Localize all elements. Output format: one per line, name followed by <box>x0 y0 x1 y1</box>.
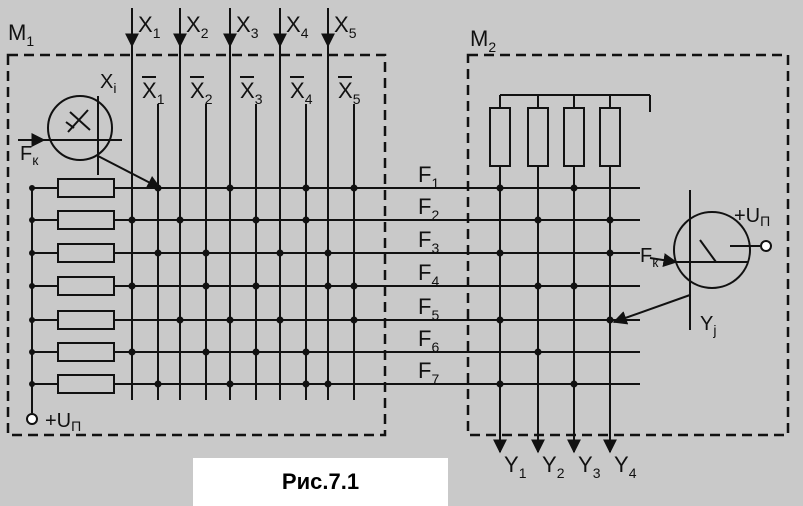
m2-link-dot <box>570 184 578 192</box>
bus-junction-f1 <box>29 185 35 191</box>
m1-link-dot <box>302 184 310 192</box>
m1-link-dot <box>128 348 136 356</box>
label-f1: F1 <box>418 162 439 191</box>
m1-link-dot <box>202 348 210 356</box>
m2-resistor-y2 <box>527 107 549 167</box>
m2-link-dot <box>606 316 614 324</box>
m2-resistor-y3 <box>563 107 585 167</box>
caption-box: Рис.7.1 <box>193 458 448 506</box>
m1-link-dot <box>252 348 260 356</box>
m2-link-dot <box>496 380 504 388</box>
m2-link-dot <box>606 249 614 257</box>
m2-resistor-y4 <box>599 107 621 167</box>
m1-link-dot <box>176 216 184 224</box>
resistor-f3 <box>57 243 115 263</box>
label-x1: X1 <box>138 12 161 41</box>
m2-link-dot <box>534 348 542 356</box>
label-f6: F6 <box>418 326 439 355</box>
resistor-f2 <box>57 210 115 230</box>
label-f3: F3 <box>418 227 439 256</box>
m1-link-dot <box>302 216 310 224</box>
svg-text:Fк: Fк <box>20 143 39 168</box>
bus-junction-f2 <box>29 217 35 223</box>
resistor-f1 <box>57 178 115 198</box>
m1-link-dot <box>350 184 358 192</box>
m1-link-dot <box>276 249 284 257</box>
m1-link-dot <box>226 184 234 192</box>
m1-link-dot <box>324 282 332 290</box>
m1-link-dot <box>176 316 184 324</box>
m2-link-dot <box>570 282 578 290</box>
bus-junction-f7 <box>29 381 35 387</box>
label-y2: Y2 <box>542 452 565 481</box>
label-xbar4: X4 <box>290 78 313 107</box>
figure-caption: Рис.7.1 <box>281 469 360 494</box>
label-y4: Y4 <box>614 452 637 481</box>
bus-junction-f3 <box>29 250 35 256</box>
m2-cell-detail: +UП Fк Yj <box>612 190 772 338</box>
m1-link-dot <box>276 316 284 324</box>
matrix-m1-label: M1 <box>8 20 34 49</box>
m1-link-dot <box>350 282 358 290</box>
resistor-f6 <box>57 342 115 362</box>
m1-link-dot <box>154 249 162 257</box>
label-xbar5: X5 <box>338 78 361 107</box>
svg-text:+UП: +UП <box>734 205 770 229</box>
m2-link-dot <box>496 316 504 324</box>
label-f5: F5 <box>418 294 439 323</box>
m2-link-dot <box>496 249 504 257</box>
resistor-f5 <box>57 310 115 330</box>
m1-link-dot <box>202 282 210 290</box>
m1-link-dot <box>302 348 310 356</box>
svg-text:Fк: Fк <box>640 245 659 270</box>
label-x3: X3 <box>236 12 259 41</box>
label-f4: F4 <box>418 260 439 289</box>
m1-link-dot <box>252 216 260 224</box>
label-f7: F7 <box>418 358 439 387</box>
svg-text:Xi: Xi <box>100 71 116 96</box>
matrix-m2-label: M2 <box>470 26 496 55</box>
label-x5: X5 <box>334 12 357 41</box>
m2-link-dot <box>570 380 578 388</box>
matrix-m1-boundary <box>6 53 387 437</box>
label-y3: Y3 <box>578 452 601 481</box>
bus-junction-f5 <box>29 317 35 323</box>
label-xbar1: X1 <box>142 78 165 107</box>
m2-link-dot <box>534 216 542 224</box>
label-xbar3: X3 <box>240 78 263 107</box>
label-f2: F2 <box>418 194 439 223</box>
m2-link-dot <box>534 282 542 290</box>
m2-link-dot <box>496 184 504 192</box>
m1-link-dot <box>154 380 162 388</box>
label-x2: X2 <box>186 12 209 41</box>
m1-supply-label: +UП <box>45 410 81 434</box>
m1-link-dot <box>324 249 332 257</box>
m1-cell-detail: Xi Fк <box>18 71 162 189</box>
m1-link-dot <box>226 316 234 324</box>
m1-link-dot <box>226 380 234 388</box>
m1-supply-terminal <box>26 413 38 425</box>
m1-link-dot <box>128 282 136 290</box>
label-x4: X4 <box>286 12 309 41</box>
bus-junction-f6 <box>29 349 35 355</box>
bus-junction-f4 <box>29 283 35 289</box>
svg-text:Yj: Yj <box>700 313 716 338</box>
m1-link-dot <box>324 380 332 388</box>
resistor-f7 <box>57 374 115 394</box>
m1-link-dot <box>302 380 310 388</box>
m1-link-dot <box>350 316 358 324</box>
label-y1: Y1 <box>504 452 527 481</box>
m1-link-dot <box>252 282 260 290</box>
label-xbar2: X2 <box>190 78 213 107</box>
m1-link-dot <box>128 216 136 224</box>
resistor-f4 <box>57 276 115 296</box>
matrix-m2-boundary <box>466 53 790 437</box>
m1-link-dot <box>202 249 210 257</box>
m2-resistor-y1 <box>489 107 511 167</box>
m2-link-dot <box>606 216 614 224</box>
